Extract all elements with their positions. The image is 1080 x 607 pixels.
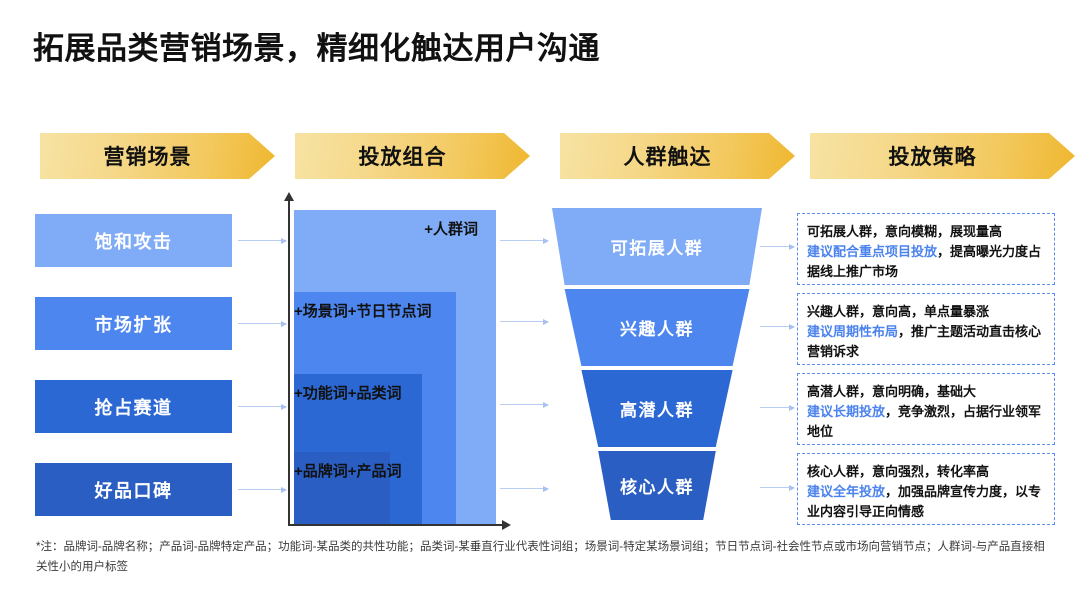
- connector-arrow-1-2: [238, 403, 287, 410]
- funnel-segment-0: 可拓展人群: [552, 208, 762, 285]
- connector-arrow-3-0: [760, 243, 795, 250]
- strategy-note-2-highlight: 建议长期投放: [807, 404, 886, 420]
- strategy-note-3: 核心人群，意向强烈，转化率高 建议全年投放，加强品牌宣传力度，以专业内容引导正向…: [797, 453, 1055, 525]
- connector-arrow-1-3: [238, 486, 287, 493]
- strategy-note-0-line1: 可拓展人群，意向模糊，展现量高: [807, 224, 1003, 239]
- strategy-note-1: 兴趣人群，意向高，单点量暴涨 建议周期性布局，推广主题活动直击核心营销诉求: [797, 293, 1055, 365]
- funnel-segment-1: 兴趣人群: [564, 289, 750, 366]
- connector-arrow-3-1: [760, 323, 795, 330]
- strategy-note-1-highlight: 建议周期性布局: [807, 324, 899, 340]
- strategy-note-0-rest: ，提高曝光力度占据线上推广市场: [807, 244, 1042, 280]
- funnel-segment-3: 核心人群: [598, 451, 716, 520]
- keyword-combination-chart: +人群词 +场景词+节日节点词 +功能词+品类词 +品牌词+产品词: [284, 192, 511, 530]
- funnel-segment-2: 高潜人群: [581, 370, 733, 447]
- audience-funnel: 可拓展人群 兴趣人群 高潜人群 核心人群: [552, 208, 762, 528]
- header-banner-ad-strategy: 投放策略: [810, 133, 1075, 179]
- scenario-box-1: 市场扩张: [35, 297, 232, 350]
- scenario-box-3: 好品口碑: [35, 463, 232, 516]
- strategy-note-2: 高潜人群，意向明确，基础大 建议长期投放，竞争激烈，占据行业领军地位: [797, 373, 1055, 445]
- chart-layer-3: +品牌词+产品词: [294, 452, 402, 524]
- chart-y-axis: [284, 192, 294, 526]
- chart-layer-label-0: +人群词: [424, 221, 478, 238]
- connector-arrow-2-0: [500, 237, 549, 244]
- strategy-note-3-highlight: 建议全年投放: [807, 484, 886, 500]
- header-banner-ad-combination: 投放组合: [295, 133, 530, 179]
- strategy-note-2-rest: ，竞争激烈，占据行业领军地位: [807, 404, 1042, 440]
- chart-layer-label-2: +功能词+品类词: [294, 385, 402, 402]
- strategy-note-0-highlight: 建议配合重点项目投放: [807, 244, 938, 260]
- connector-arrow-1-1: [238, 320, 287, 327]
- chart-x-axis: [288, 520, 511, 530]
- strategy-note-3-rest: ，加强品牌宣传力度，以专业内容引导正向情感: [807, 484, 1042, 520]
- strategy-note-2-line1: 高潜人群，意向明确，基础大: [807, 384, 977, 399]
- strategy-note-1-line1: 兴趣人群，意向高，单点量暴涨: [807, 304, 990, 319]
- page-title: 拓展品类营销场景，精细化触达用户沟通: [33, 31, 600, 66]
- scenario-box-0: 饱和攻击: [35, 214, 232, 267]
- chart-layer-label-1: +场景词+节日节点词: [294, 303, 432, 320]
- strategy-note-0: 可拓展人群，意向模糊，展现量高 建议配合重点项目投放，提高曝光力度占据线上推广市…: [797, 213, 1055, 285]
- connector-arrow-2-2: [500, 401, 549, 408]
- scenario-box-2: 抢占赛道: [35, 380, 232, 433]
- connector-arrow-2-1: [500, 318, 549, 325]
- header-banner-audience-reach: 人群触达: [560, 133, 795, 179]
- connector-arrow-3-3: [760, 484, 795, 491]
- strategy-note-1-rest: ，推广主题活动直击核心营销诉求: [807, 324, 1042, 360]
- connector-arrow-2-3: [500, 485, 549, 492]
- strategy-note-3-line1: 核心人群，意向强烈，转化率高: [807, 464, 990, 479]
- footnote: *注：品牌词-品牌名称；产品词-品牌特定产品；功能词-某品类的共性功能；品类词-…: [36, 541, 1045, 573]
- chart-layer-label-3: +品牌词+产品词: [294, 463, 402, 480]
- connector-arrow-1-0: [238, 237, 287, 244]
- connector-arrow-3-2: [760, 404, 795, 411]
- header-banner-marketing-scenario: 营销场景: [40, 133, 275, 179]
